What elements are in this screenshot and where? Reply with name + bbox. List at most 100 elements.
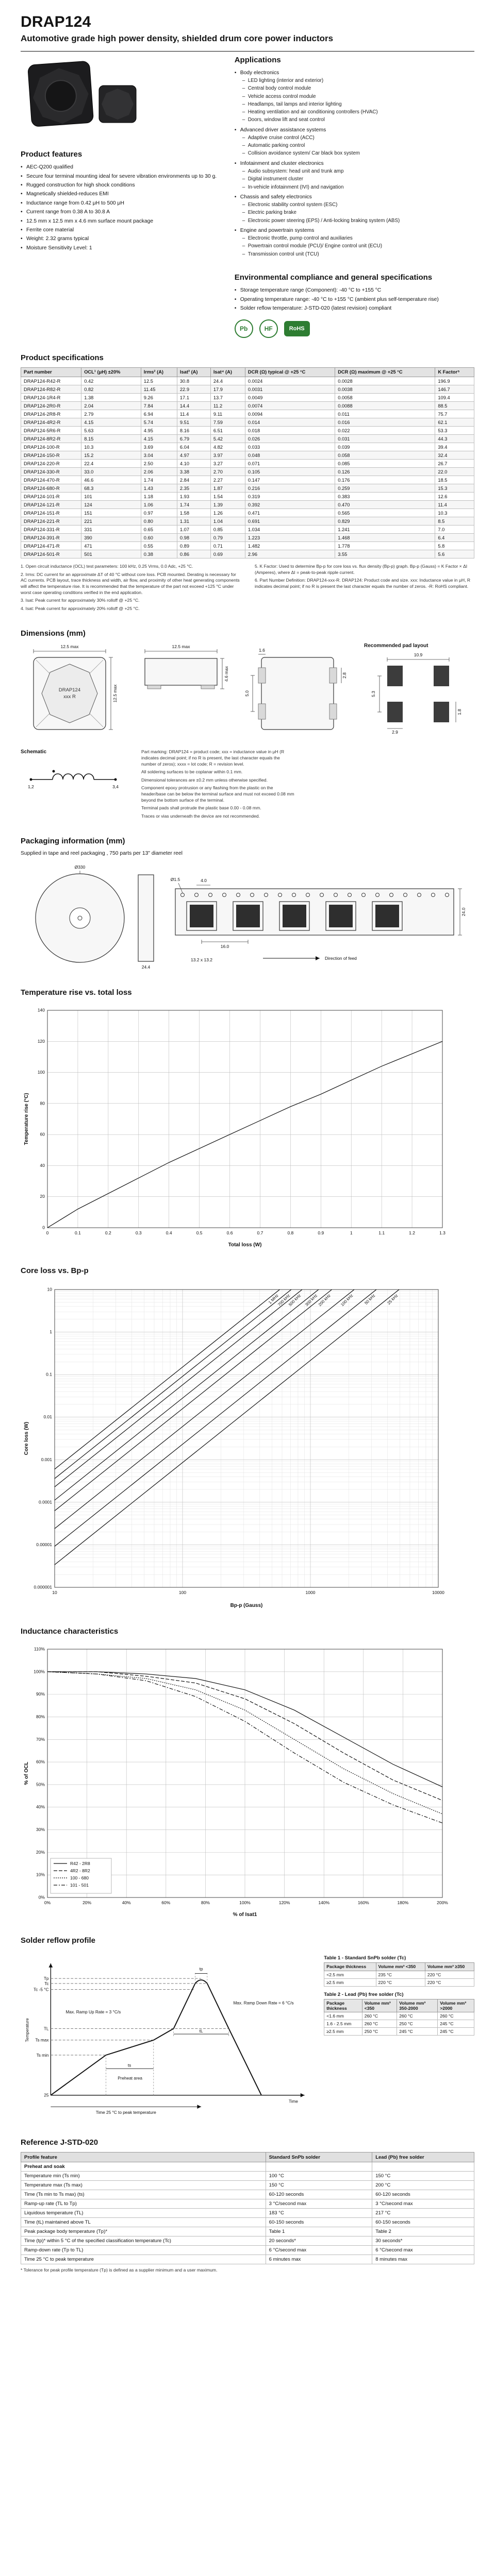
reflow-table-2-cell: <1.6 mm — [324, 2012, 362, 2021]
reference-pbfree-value: 6 °C/second max — [372, 2245, 474, 2256]
spec-note: 3. Isat: Peak current for approximately … — [21, 598, 140, 603]
features-list: AEC-Q200 qualifiedSecure four terminal m… — [21, 164, 217, 251]
spec-cell: 0.033 — [244, 443, 336, 452]
svg-text:1000: 1000 — [306, 1590, 316, 1595]
reference-snpb-value: 60-150 seconds — [265, 2217, 373, 2228]
reflow-table-2-cell: 1.6 - 2.5 mm — [324, 2020, 362, 2028]
spec-cell: 9.26 — [140, 393, 177, 402]
application-item: Collision avoidance system/ Car black bo… — [242, 150, 474, 157]
application-sublist: Electronic throttle, pump control and au… — [242, 235, 474, 258]
svg-text:DRAP124: DRAP124 — [59, 687, 80, 693]
svg-text:Max. Ramp Down Rate = 6 °C/s: Max. Ramp Down Rate = 6 °C/s — [233, 2001, 293, 2006]
feature-item: Weight: 2.32 grams typical — [21, 235, 217, 243]
svg-text:0: 0 — [42, 1225, 45, 1230]
spec-cell: 1.18 — [140, 492, 177, 501]
svg-text:Temperature: Temperature — [25, 2018, 30, 2042]
reflow-table-2-header: Volume mm³ >2000 — [437, 1998, 474, 2013]
application-item: Electric parking brake — [242, 210, 474, 216]
spec-note: 2. Irms: DC current for an approximate Δ… — [21, 571, 240, 595]
spec-cell: 68.3 — [81, 484, 141, 493]
spec-cell: 1.31 — [176, 517, 211, 526]
spec-cell: 10.3 — [81, 443, 141, 452]
rohs-icon: RoHS — [284, 321, 310, 337]
spec-cell: 6.79 — [176, 434, 211, 444]
spec-cell: DRAP124-100-R — [20, 443, 82, 452]
page-subtitle: Automotive grade high power density, shi… — [21, 33, 334, 43]
spec-column-header: DCR (Ω) typical @ +25 °C — [244, 367, 336, 378]
spec-cell: DRAP124-8R2-R — [20, 434, 82, 444]
spec-cell: 0.0049 — [244, 393, 336, 402]
svg-text:0.00001: 0.00001 — [36, 1542, 52, 1547]
svg-text:12.5 max: 12.5 max — [172, 644, 191, 649]
svg-text:Bp-p (Gauss): Bp-p (Gauss) — [230, 1603, 263, 1608]
svg-text:Preheat area: Preheat area — [118, 2076, 142, 2081]
spec-cell: 1.223 — [244, 533, 336, 543]
packaging-drawing: Ø330 24.4 — [35, 865, 466, 970]
svg-text:ts: ts — [128, 2063, 131, 2068]
svg-text:180%: 180% — [398, 1900, 409, 1905]
application-group: Engine and powertrain systemsElectronic … — [235, 227, 474, 258]
spec-cell: 88.5 — [435, 401, 474, 411]
svg-text:Tc: Tc — [44, 1981, 48, 1986]
application-item: Powertrain control module (PCU)/ Engine … — [242, 243, 474, 250]
svg-text:4.6 max: 4.6 max — [224, 666, 229, 682]
svg-text:TL: TL — [44, 2027, 49, 2031]
inductance-chart: 0%20%40%60%80%100%120%140%160%180%200%0%… — [24, 1647, 448, 1918]
svg-text:100%: 100% — [239, 1900, 251, 1905]
spec-cell: 0.60 — [140, 533, 177, 543]
spec-cell: 17.9 — [210, 385, 245, 394]
spec-cell: 1.468 — [335, 533, 436, 543]
reflow-table-2-title: Table 2 - Lead (Pb) free solder (Tc) — [324, 1991, 404, 1997]
spec-cell: DRAP124-471-R — [20, 541, 82, 551]
svg-text:Ø1.5: Ø1.5 — [171, 877, 180, 882]
svg-text:60: 60 — [40, 1132, 45, 1137]
svg-text:80: 80 — [40, 1101, 45, 1106]
spec-cell: 39.4 — [435, 443, 474, 452]
application-sublist: LED lighting (interior and exterior)Cent… — [242, 78, 474, 124]
spec-cell: 6.04 — [176, 443, 211, 452]
spec-cell: 5.42 — [210, 434, 245, 444]
spec-cell: 3.69 — [140, 443, 177, 452]
spec-cell: 9.11 — [210, 410, 245, 419]
spec-cell: 0.018 — [244, 426, 336, 435]
reference-footnote: * Tolerance for peak profile temperature… — [21, 2267, 218, 2273]
feature-item: Rugged construction for high shock condi… — [21, 182, 217, 189]
pad-layout-block: Recommended pad layout 10.9 5.3 2.9 — [364, 643, 472, 737]
dimension-note: Traces or vias underneath the device are… — [141, 813, 260, 819]
svg-text:110%: 110% — [34, 1647, 45, 1652]
spec-cell: 2.96 — [244, 550, 336, 559]
applications-groups: Body electronicsLED lighting (interior a… — [235, 70, 474, 258]
spec-note: 5. K Factor: Used to determine Bp-p for … — [255, 564, 468, 575]
spec-cell: 53.3 — [435, 426, 474, 435]
application-group-label: Advanced driver assistance systems — [240, 127, 326, 133]
spec-cell: 0.071 — [244, 459, 336, 468]
spec-cell: 0.89 — [176, 541, 211, 551]
spec-note: 6. Part Number Definition: DRAP124-xxx-R… — [255, 578, 471, 589]
spec-cell: 0.383 — [335, 492, 436, 501]
spec-cell: 390 — [81, 533, 141, 543]
svg-text:200%: 200% — [437, 1900, 448, 1905]
spec-cell: 1.241 — [335, 525, 436, 534]
dimension-note: Terminal pads shall protrude the plastic… — [141, 805, 261, 811]
svg-text:5.0: 5.0 — [244, 690, 250, 697]
reference-pbfree-value: 3 °C/second max — [372, 2199, 474, 2209]
reflow-table-1-cell: 220 °C — [375, 1978, 425, 1987]
reference-pbfree-value: 30 seconds* — [372, 2236, 474, 2246]
feature-item: 12.5 mm x 12.5 mm x 4.6 mm surface mount… — [21, 218, 217, 225]
spec-cell: 0.039 — [335, 443, 436, 452]
reference-row: Time (tp)* within 5 °C of the specified … — [21, 2236, 474, 2246]
spec-cell: 0.98 — [176, 533, 211, 543]
dimension-note: All soldering surfaces to be coplanar wi… — [141, 769, 243, 775]
spec-cell: 146.7 — [435, 385, 474, 394]
spec-cell: 501 — [81, 550, 141, 559]
svg-text:80%: 80% — [36, 1714, 45, 1719]
spec-cell: 0.55 — [140, 541, 177, 551]
